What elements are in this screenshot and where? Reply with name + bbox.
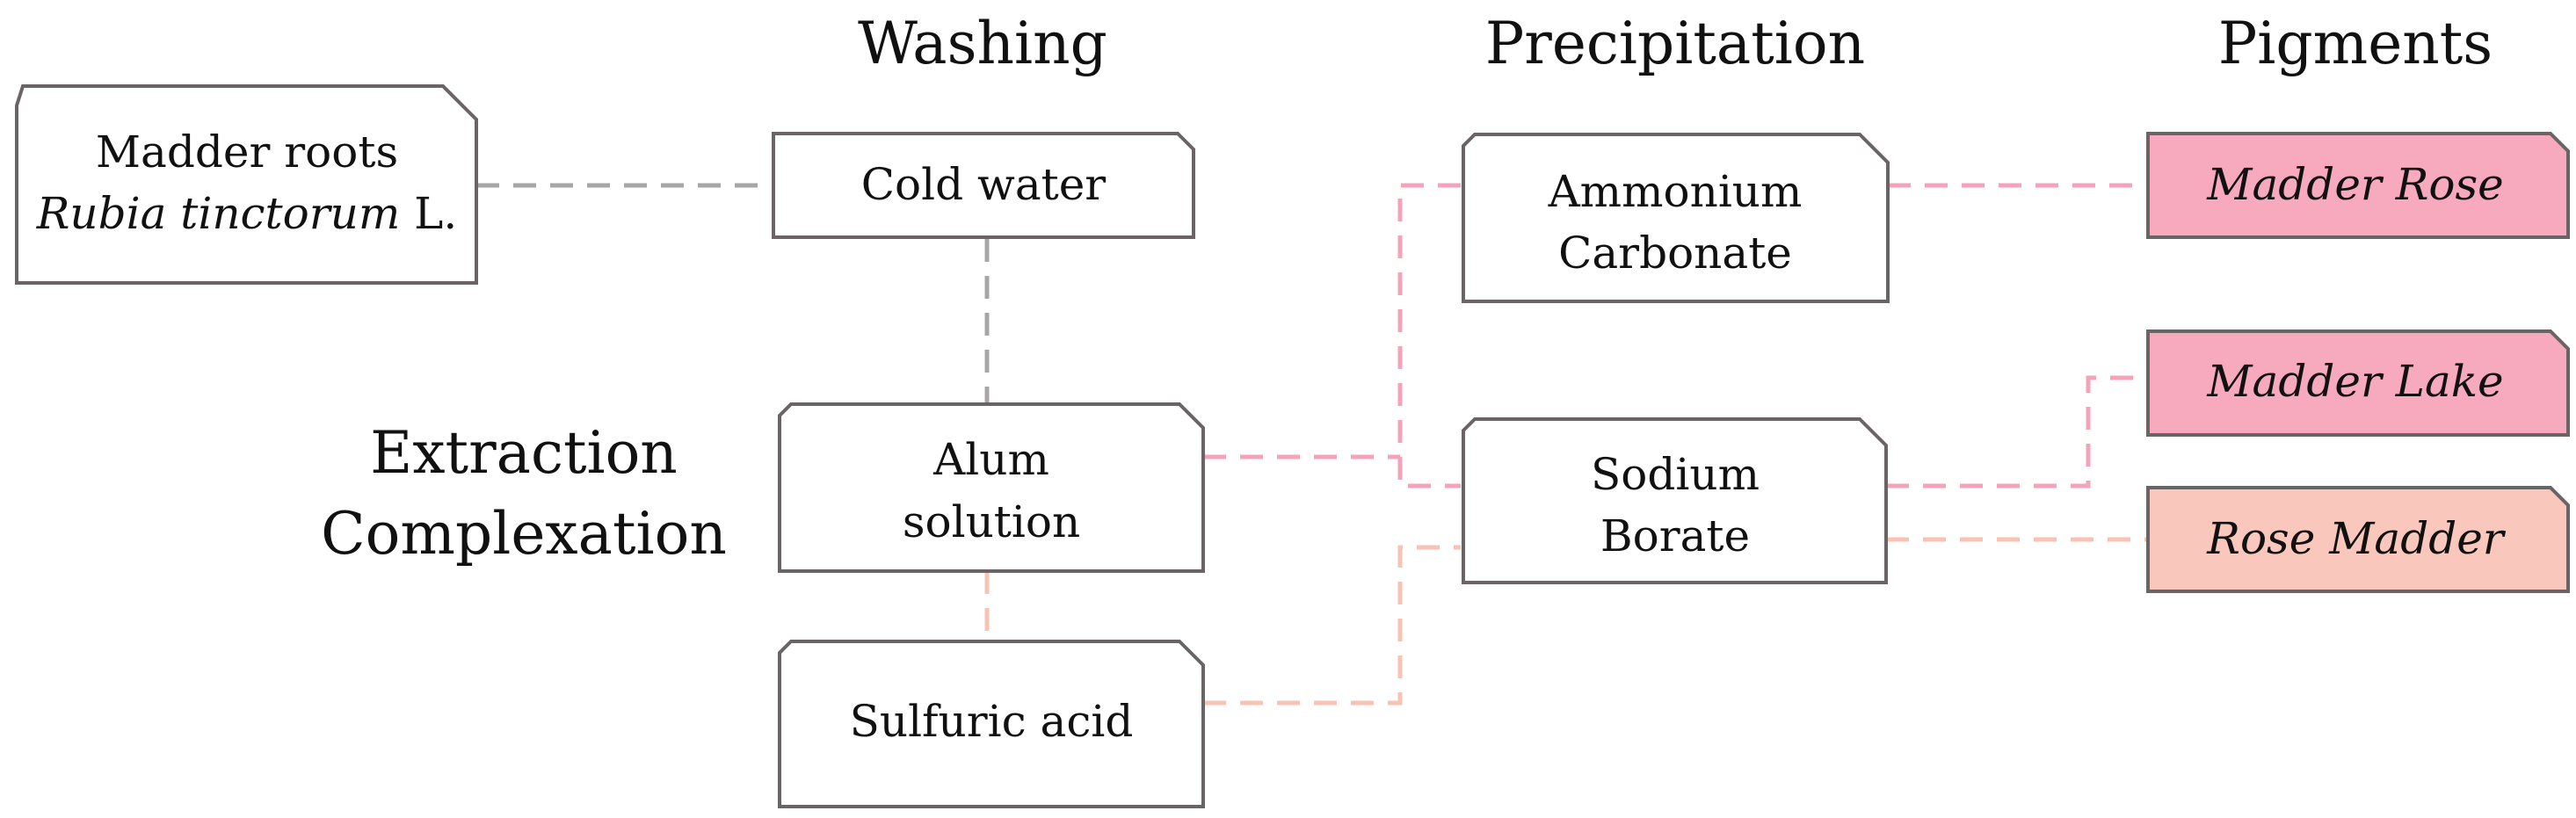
node-alum-solution-shape bbox=[778, 402, 1205, 573]
sulfuric-acid-label: Sulfuric acid bbox=[850, 696, 1134, 747]
heading-complexation: Complexation bbox=[321, 500, 727, 568]
node-cold-water-shape bbox=[772, 132, 1195, 239]
sodium-borate-line2: Borate bbox=[1600, 510, 1750, 561]
sodium-borate-line1: Sodium bbox=[1591, 449, 1760, 500]
ammonium-carbonate-line2: Carbonate bbox=[1558, 228, 1792, 279]
connector-sulfuric-acid-to-sodium-borate bbox=[1203, 545, 1461, 706]
heading-extraction: Extraction bbox=[370, 419, 678, 487]
node-rose-madder: Rose Madder bbox=[2146, 486, 2570, 593]
node-ammonium-carbonate: Ammonium Carbonate bbox=[1462, 133, 1890, 303]
connectors bbox=[476, 183, 2146, 706]
node-madder-roots-shape bbox=[15, 84, 478, 285]
node-rose-madder-shape bbox=[2146, 486, 2570, 593]
connector-precipitation-branch bbox=[1397, 183, 1461, 489]
heading-pigments: Pigments bbox=[2218, 10, 2493, 77]
node-madder-rose-shape bbox=[2146, 132, 2570, 239]
node-madder-roots: Madder roots Rubia tinctorum L. bbox=[15, 84, 478, 285]
node-madder-lake: Madder Lake bbox=[2146, 329, 2570, 437]
heading-precipitation: Precipitation bbox=[1485, 10, 1865, 77]
headings: Washing Precipitation Pigments Extractio… bbox=[321, 10, 2493, 568]
node-sulfuric-acid: Sulfuric acid bbox=[778, 640, 1205, 808]
ammonium-carbonate-line1: Ammonium bbox=[1548, 166, 1803, 217]
alum-solution-line1: Alum bbox=[932, 434, 1049, 485]
node-alum-solution: Alum solution bbox=[778, 402, 1205, 573]
alum-solution-line2: solution bbox=[903, 496, 1080, 547]
connector-sodium-borate-to-madder-lake bbox=[1886, 375, 2146, 489]
rose-madder-label: Rose Madder bbox=[2206, 513, 2507, 564]
madder-roots-title: Madder roots bbox=[96, 127, 398, 177]
madder-lake-label: Madder Lake bbox=[2206, 356, 2503, 407]
node-ammonium-carbonate-shape bbox=[1462, 133, 1890, 303]
madder-roots-species: Rubia tinctorum L. bbox=[36, 188, 458, 239]
madder-rose-label: Madder Rose bbox=[2206, 159, 2503, 210]
cold-water-label: Cold water bbox=[861, 159, 1107, 210]
heading-washing: Washing bbox=[858, 10, 1107, 77]
node-cold-water: Cold water bbox=[772, 132, 1195, 239]
node-sodium-borate-shape bbox=[1462, 417, 1888, 584]
madder-roots-species-name: Rubia tinctorum bbox=[36, 188, 401, 239]
node-madder-lake-shape bbox=[2146, 329, 2570, 437]
node-madder-rose: Madder Rose bbox=[2146, 132, 2570, 239]
madder-roots-species-suffix: L. bbox=[400, 188, 457, 239]
node-sulfuric-acid-shape bbox=[778, 640, 1205, 808]
node-sodium-borate: Sodium Borate bbox=[1462, 417, 1888, 584]
